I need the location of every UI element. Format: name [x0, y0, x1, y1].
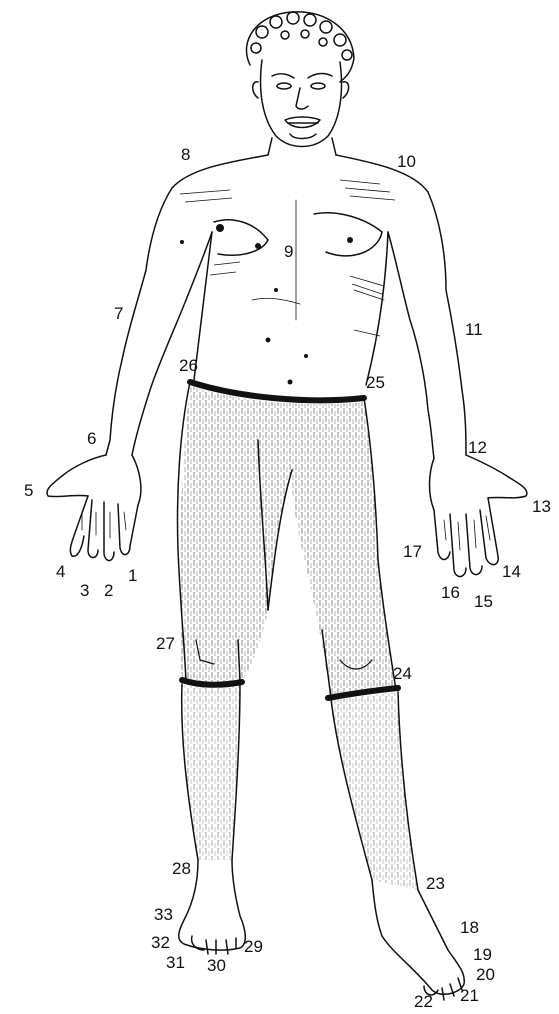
head: [253, 60, 349, 147]
label-3: 3: [80, 582, 89, 599]
label-8: 8: [181, 146, 190, 163]
label-17: 17: [403, 543, 422, 560]
label-5: 5: [24, 482, 33, 499]
label-6: 6: [87, 430, 96, 447]
label-24: 24: [393, 665, 412, 682]
shorts-hatching: [180, 386, 396, 698]
label-22: 22: [414, 993, 433, 1010]
label-11: 11: [465, 321, 483, 338]
right-hand: [430, 455, 527, 577]
label-9: 9: [284, 243, 293, 260]
label-30: 30: [207, 957, 226, 974]
label-29: 29: [244, 938, 263, 955]
hair: [246, 12, 354, 82]
label-20: 20: [476, 966, 495, 983]
label-21: 21: [460, 987, 479, 1004]
label-25: 25: [366, 374, 385, 391]
label-13: 13: [532, 498, 551, 515]
label-15: 15: [474, 593, 493, 610]
label-14: 14: [502, 563, 521, 580]
label-19: 19: [473, 946, 492, 963]
label-28: 28: [172, 860, 191, 877]
label-33: 33: [154, 906, 173, 923]
label-16: 16: [441, 584, 460, 601]
right-foot: [372, 880, 464, 1000]
left-shin-hatching: [184, 686, 240, 860]
label-23: 23: [426, 875, 445, 892]
label-2: 2: [104, 582, 113, 599]
label-12: 12: [468, 439, 487, 456]
label-27: 27: [156, 635, 175, 652]
label-26: 26: [179, 357, 198, 374]
label-32: 32: [151, 934, 170, 951]
label-1: 1: [128, 567, 137, 584]
label-31: 31: [166, 954, 185, 971]
left-hand: [47, 455, 141, 561]
label-18: 18: [460, 919, 479, 936]
label-7: 7: [114, 305, 123, 322]
label-4: 4: [56, 563, 65, 580]
label-10: 10: [397, 153, 416, 170]
